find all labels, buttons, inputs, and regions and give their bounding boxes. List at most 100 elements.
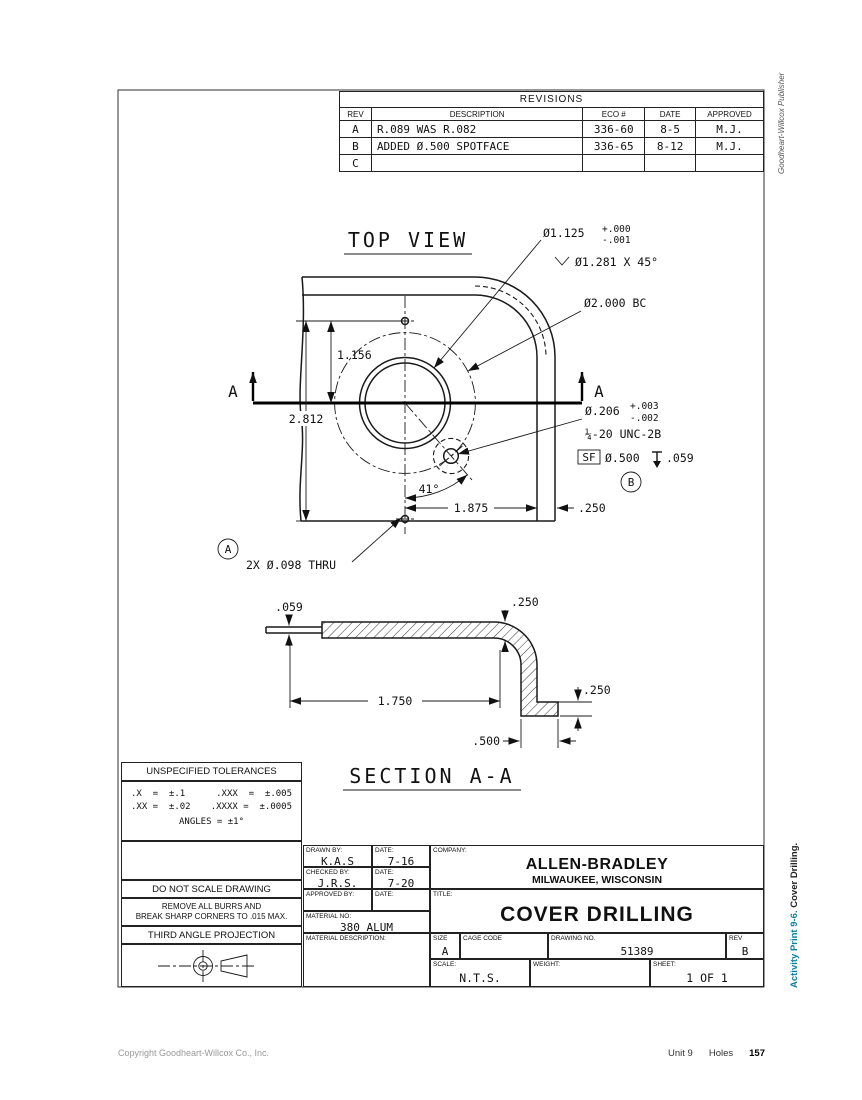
burrs-note: REMOVE ALL BURRS AND BREAK SHARP CORNERS… xyxy=(121,898,302,926)
footer-page-number: 157 xyxy=(749,1048,765,1059)
dim-1156: 1.156 xyxy=(337,348,372,362)
leader-tap xyxy=(457,418,583,455)
checked-by-cell: CHECKED BY: J.R.S. xyxy=(303,867,372,890)
size-value: A xyxy=(441,945,449,958)
date-label: DATE: xyxy=(375,847,394,854)
rev-cell: C xyxy=(339,154,372,172)
drawing-no-value: 51389 xyxy=(620,945,654,958)
tapped-hole xyxy=(442,447,460,465)
note-2x-holes: 2X Ø.098 THRU xyxy=(246,558,336,572)
leader-hole xyxy=(433,239,542,369)
dim-thread: ¼-20 UNC-2B xyxy=(585,427,661,441)
dim-059: .059 xyxy=(275,600,303,614)
tolerance-header-text: UNSPECIFIED TOLERANCES xyxy=(146,766,277,777)
rev-cell: REV B xyxy=(726,933,764,959)
projection-note: THIRD ANGLE PROJECTION xyxy=(121,926,302,944)
material-desc-label: MATERIAL DESCRIPTION: xyxy=(306,935,386,942)
footer-unit: Unit 9 xyxy=(668,1048,693,1059)
depth-symbol-icon xyxy=(652,451,662,468)
dim-tap-tol-plus: +.003 xyxy=(630,401,659,412)
dim-hole-tol-minus: -.001 xyxy=(602,235,631,246)
eco-cell: 336-60 xyxy=(582,120,646,138)
revision-row-c: C xyxy=(339,154,764,172)
size-cell: SIZE A xyxy=(430,933,460,959)
description-cell: ADDED Ø.500 SPOTFACE xyxy=(370,137,584,155)
dim-250: .250 xyxy=(578,501,606,515)
rev-cell: B xyxy=(339,137,372,155)
rev-value: B xyxy=(741,945,749,958)
third-angle-symbol-icon xyxy=(158,950,256,982)
dim-41deg: 41° xyxy=(419,482,440,496)
balloon-a: A xyxy=(225,543,232,556)
company-label: COMPANY: xyxy=(433,847,467,854)
section-lip xyxy=(265,626,322,634)
leader-2x-holes xyxy=(351,517,402,563)
revision-row-b: B ADDED Ø.500 SPOTFACE 336-65 8-12 M.J. xyxy=(339,137,764,155)
dim-1875: 1.875 xyxy=(454,501,489,515)
activity-caption: Activity Print 9-6. Cover Drilling. xyxy=(789,840,803,988)
publisher-credit: Goodheart-Willcox Publisher xyxy=(777,72,786,174)
dim-250-top: .250 xyxy=(511,595,539,609)
corner-hidden-arc xyxy=(474,285,547,358)
dim-1750: 1.750 xyxy=(378,694,413,708)
spotface-dia: Ø.500 xyxy=(605,451,640,465)
title-cell: TITLE: COVER DRILLING xyxy=(430,889,764,933)
drawn-date-value: 7-16 xyxy=(387,855,415,868)
scale-value: N.T.S. xyxy=(459,971,501,985)
rev-cell: A xyxy=(339,120,372,138)
balloon-a-circle xyxy=(217,538,239,560)
tolerance-empty-box xyxy=(121,841,302,880)
activity-title: Cover Drilling. xyxy=(789,842,800,911)
company-city: MILWAUKEE, WISCONSIN xyxy=(531,874,663,886)
tolerance-values: .X = ±.1.XXX = ±.005 .XX = ±.02.XXXX = ±… xyxy=(121,781,302,841)
scale-cell: SCALE: N.T.S. xyxy=(430,959,530,987)
drawn-date-cell: DATE: 7-16 xyxy=(372,845,430,868)
page-footer: Unit 9 Holes 157 xyxy=(668,1048,765,1059)
top-view-title: TOP VIEW xyxy=(348,228,468,252)
drawing-no-cell: DRAWING NO. 51389 xyxy=(548,933,726,959)
eco-cell: 336-65 xyxy=(582,137,646,155)
dim-tap-dia: Ø.206 xyxy=(585,404,620,418)
dim-tap-tol-minus: -.002 xyxy=(630,413,659,424)
burrs-line-2: BREAK SHARP CORNERS TO .015 MAX. xyxy=(135,912,288,921)
dim-hole-tol-plus: +.000 xyxy=(602,224,631,235)
tol-x: .X = ±.1 xyxy=(131,789,186,799)
dim-500: .500 xyxy=(472,734,500,748)
rev-label: REV xyxy=(729,935,743,942)
material-no-value: 380 ALUM xyxy=(340,921,393,934)
activity-label: Activity Print 9-6. xyxy=(789,910,800,988)
weight-cell: WEIGHT: xyxy=(530,959,650,987)
date-cell xyxy=(644,154,697,172)
description-cell xyxy=(370,154,584,172)
title-block: DRAWN BY: K.A.S DATE: 7-16 CHECKED BY: J… xyxy=(303,845,764,987)
no-scale-note: DO NOT SCALE DRAWING xyxy=(121,880,302,898)
dim-2812: 2.812 xyxy=(289,412,324,426)
angle-dim-arc xyxy=(404,474,468,502)
break-line xyxy=(299,276,305,522)
dim-hole-dia: Ø1.125 xyxy=(543,226,585,240)
section-label-left: A xyxy=(228,382,238,401)
projection-symbol-box xyxy=(121,944,302,987)
checked-date-value: 7-20 xyxy=(387,877,415,890)
company-cell: COMPANY: ALLEN-BRADLEY MILWAUKEE, WISCON… xyxy=(430,845,764,889)
tol-angles: ANGLES = ±1° xyxy=(178,817,245,827)
dim-1875-mask xyxy=(448,500,494,515)
rev-col-header: REV xyxy=(339,107,372,121)
approved-date-cell: DATE: xyxy=(372,889,430,911)
dim-bolt-circle: Ø2.000 BC xyxy=(584,296,646,310)
revisions-title: REVISIONS xyxy=(339,91,764,108)
checked-date-cell: DATE: 7-20 xyxy=(372,867,430,890)
approved-cell: M.J. xyxy=(695,120,764,138)
checked-by-label: CHECKED BY: xyxy=(306,869,350,876)
spotface-depth: .059 xyxy=(666,451,694,465)
spotface-circle xyxy=(432,437,470,475)
weight-label: WEIGHT: xyxy=(533,961,561,968)
approved-col-header: APPROVED xyxy=(695,107,764,121)
approved-cell xyxy=(695,154,764,172)
cage-code-cell: CAGE CODE xyxy=(460,933,548,959)
dim-250-foot: .250 xyxy=(583,683,611,697)
date-label: DATE: xyxy=(375,891,394,898)
tol-xx: .XX = ±.02 xyxy=(131,802,191,812)
